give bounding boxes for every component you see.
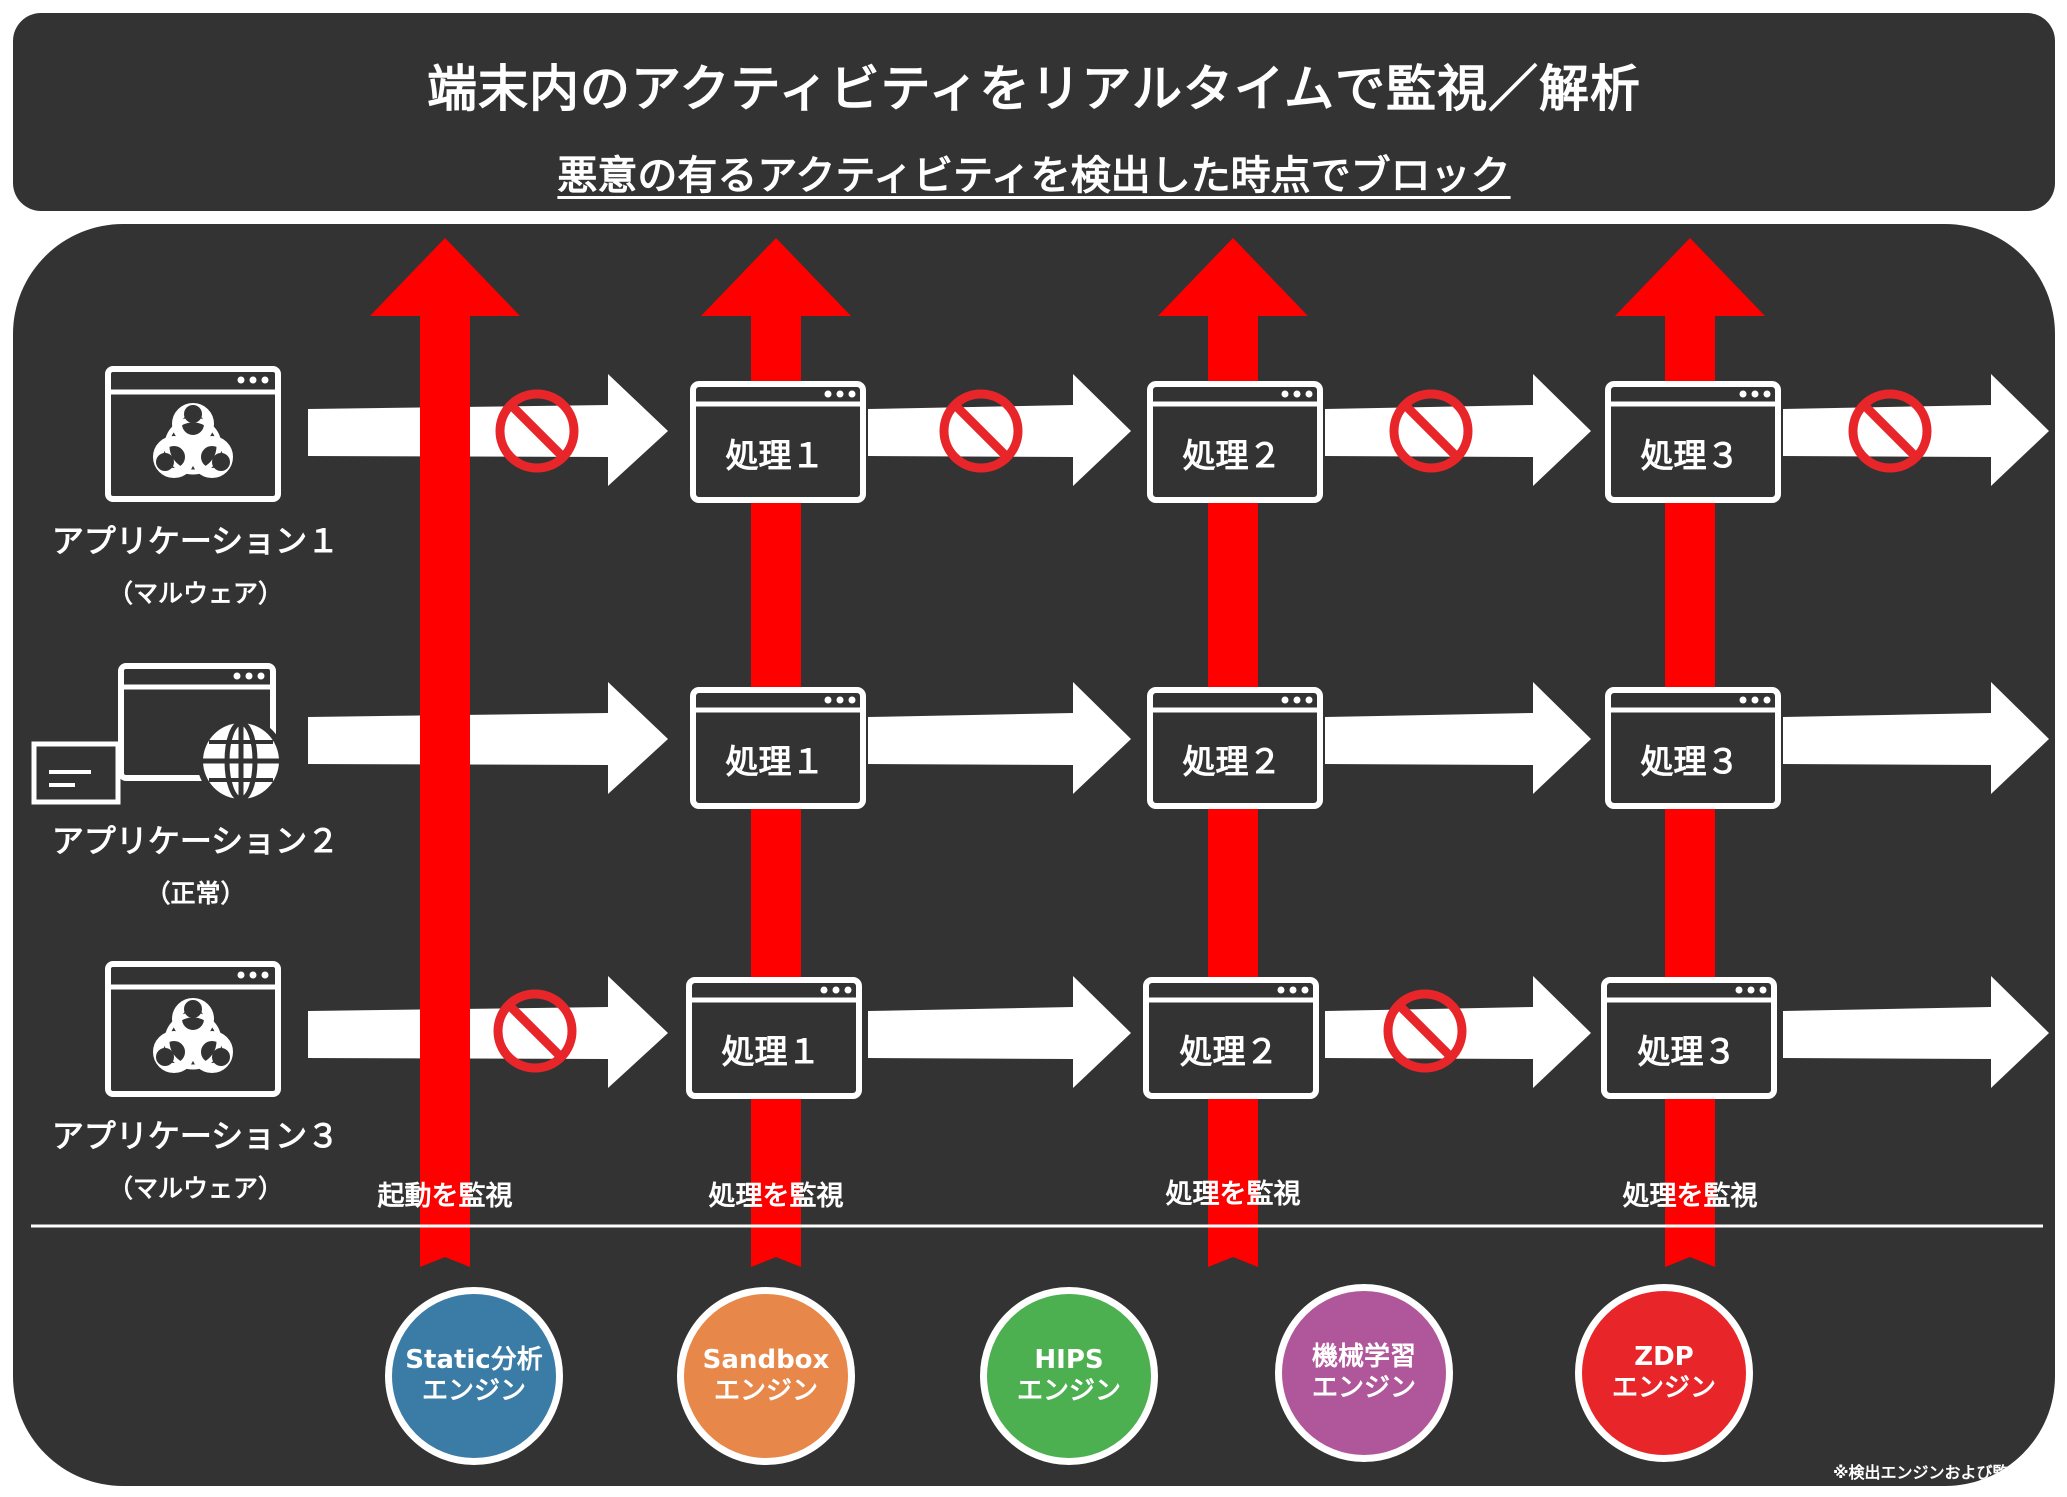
engine-sandbox: Sandbox エンジン [677, 1287, 855, 1465]
app-1-type: （マルウェア） [107, 579, 283, 608]
engine-suffix: エンジン [421, 1376, 526, 1406]
engine-suffix: エンジン [713, 1376, 818, 1406]
block-icon [939, 389, 1023, 473]
block-icon [493, 989, 577, 1073]
diagram-panel: アプリケーション１ （マルウェア） アプリケーション２ （正常） アプリケーショ… [13, 224, 2055, 1486]
page-subtitle: 悪意の有るアクティビティを検出した時点でブロック [557, 153, 1511, 199]
engine-name: 機械学習 [1311, 1341, 1416, 1372]
process-label: 処理１ [725, 742, 825, 781]
app-2-name: アプリケーション２ [51, 822, 340, 860]
process-window [1147, 381, 1323, 503]
process-label: 処理３ [1637, 1032, 1737, 1071]
block-signs [493, 389, 1932, 1073]
process-label: 処理３ [1640, 742, 1740, 781]
flow-arrow [868, 374, 1131, 486]
monitor-label: 処理を監視 [1622, 1181, 1758, 1212]
flow-arrows [308, 374, 2049, 1088]
monitor-arrow [370, 238, 520, 1267]
flow-arrow [1783, 374, 2049, 486]
engine-ml: 機械学習 エンジン [1275, 1284, 1453, 1462]
engine-name: Sandbox [702, 1344, 830, 1375]
process-label: 処理１ [721, 1032, 821, 1071]
monitor-label: 起動を監視 [377, 1181, 513, 1212]
block-icon [495, 389, 579, 473]
engine-name: ZDP [1634, 1341, 1694, 1372]
process-window [686, 977, 862, 1099]
app-1-name: アプリケーション１ [51, 522, 340, 560]
flow-arrow [1325, 374, 1591, 486]
engine-static: Static分析 エンジン [385, 1287, 563, 1465]
app-3-name: アプリケーション３ [51, 1117, 340, 1155]
monitor-label: 処理を監視 [708, 1181, 844, 1212]
engine-suffix: エンジン [1016, 1376, 1121, 1406]
process-label: 処理２ [1182, 436, 1282, 475]
header-banner: 端末内のアクティビティをリアルタイムで監視／解析 悪意の有るアクティビティを検出… [13, 13, 2055, 211]
biohazard-window-icon [105, 366, 281, 502]
process-window [1605, 687, 1781, 809]
process-windows [686, 381, 1781, 1099]
app-2-type: （正常） [145, 879, 246, 908]
flow-arrow [868, 976, 1131, 1088]
engine-suffix: エンジン [1611, 1373, 1716, 1403]
process-label: 処理２ [1179, 1032, 1279, 1071]
engine-zdp: ZDP エンジン [1575, 1284, 1753, 1462]
process-window [690, 687, 866, 809]
flow-arrow [1783, 682, 2049, 794]
page-title: 端末内のアクティビティをリアルタイムで監視／解析 [427, 60, 1641, 118]
flow-arrow [308, 976, 668, 1088]
app-3-type: （マルウェア） [107, 1174, 283, 1203]
engine-name: Static分析 [405, 1344, 543, 1375]
process-window [1601, 977, 1777, 1099]
footnote: ※検出エンジンおよび監視／解析／検出ポイントは一例です。脅威の種類やご利用のバー… [1833, 1463, 2041, 1486]
block-icon [1848, 389, 1932, 473]
process-window [1605, 381, 1781, 503]
engine-suffix: エンジン [1311, 1373, 1416, 1403]
process-label: 処理３ [1640, 436, 1740, 475]
biohazard-window-icon [105, 961, 281, 1097]
diagram-canvas [31, 238, 2049, 1267]
process-window [1143, 977, 1319, 1099]
flow-arrow [308, 682, 668, 794]
process-window [690, 381, 866, 503]
process-window [1147, 687, 1323, 809]
flow-arrow [1325, 682, 1591, 794]
engine-name: HIPS [1034, 1344, 1104, 1375]
block-icon [1383, 989, 1467, 1073]
process-label: 処理２ [1182, 742, 1282, 781]
flow-arrow [308, 374, 668, 486]
engine-hips: HIPS エンジン [980, 1287, 1158, 1465]
flow-arrow [1783, 976, 2049, 1088]
monitor-label: 処理を監視 [1165, 1179, 1301, 1210]
mail-web-window-icon [31, 663, 285, 805]
process-label: 処理１ [725, 436, 825, 475]
block-icon [1389, 389, 1473, 473]
flow-arrow [868, 682, 1131, 794]
